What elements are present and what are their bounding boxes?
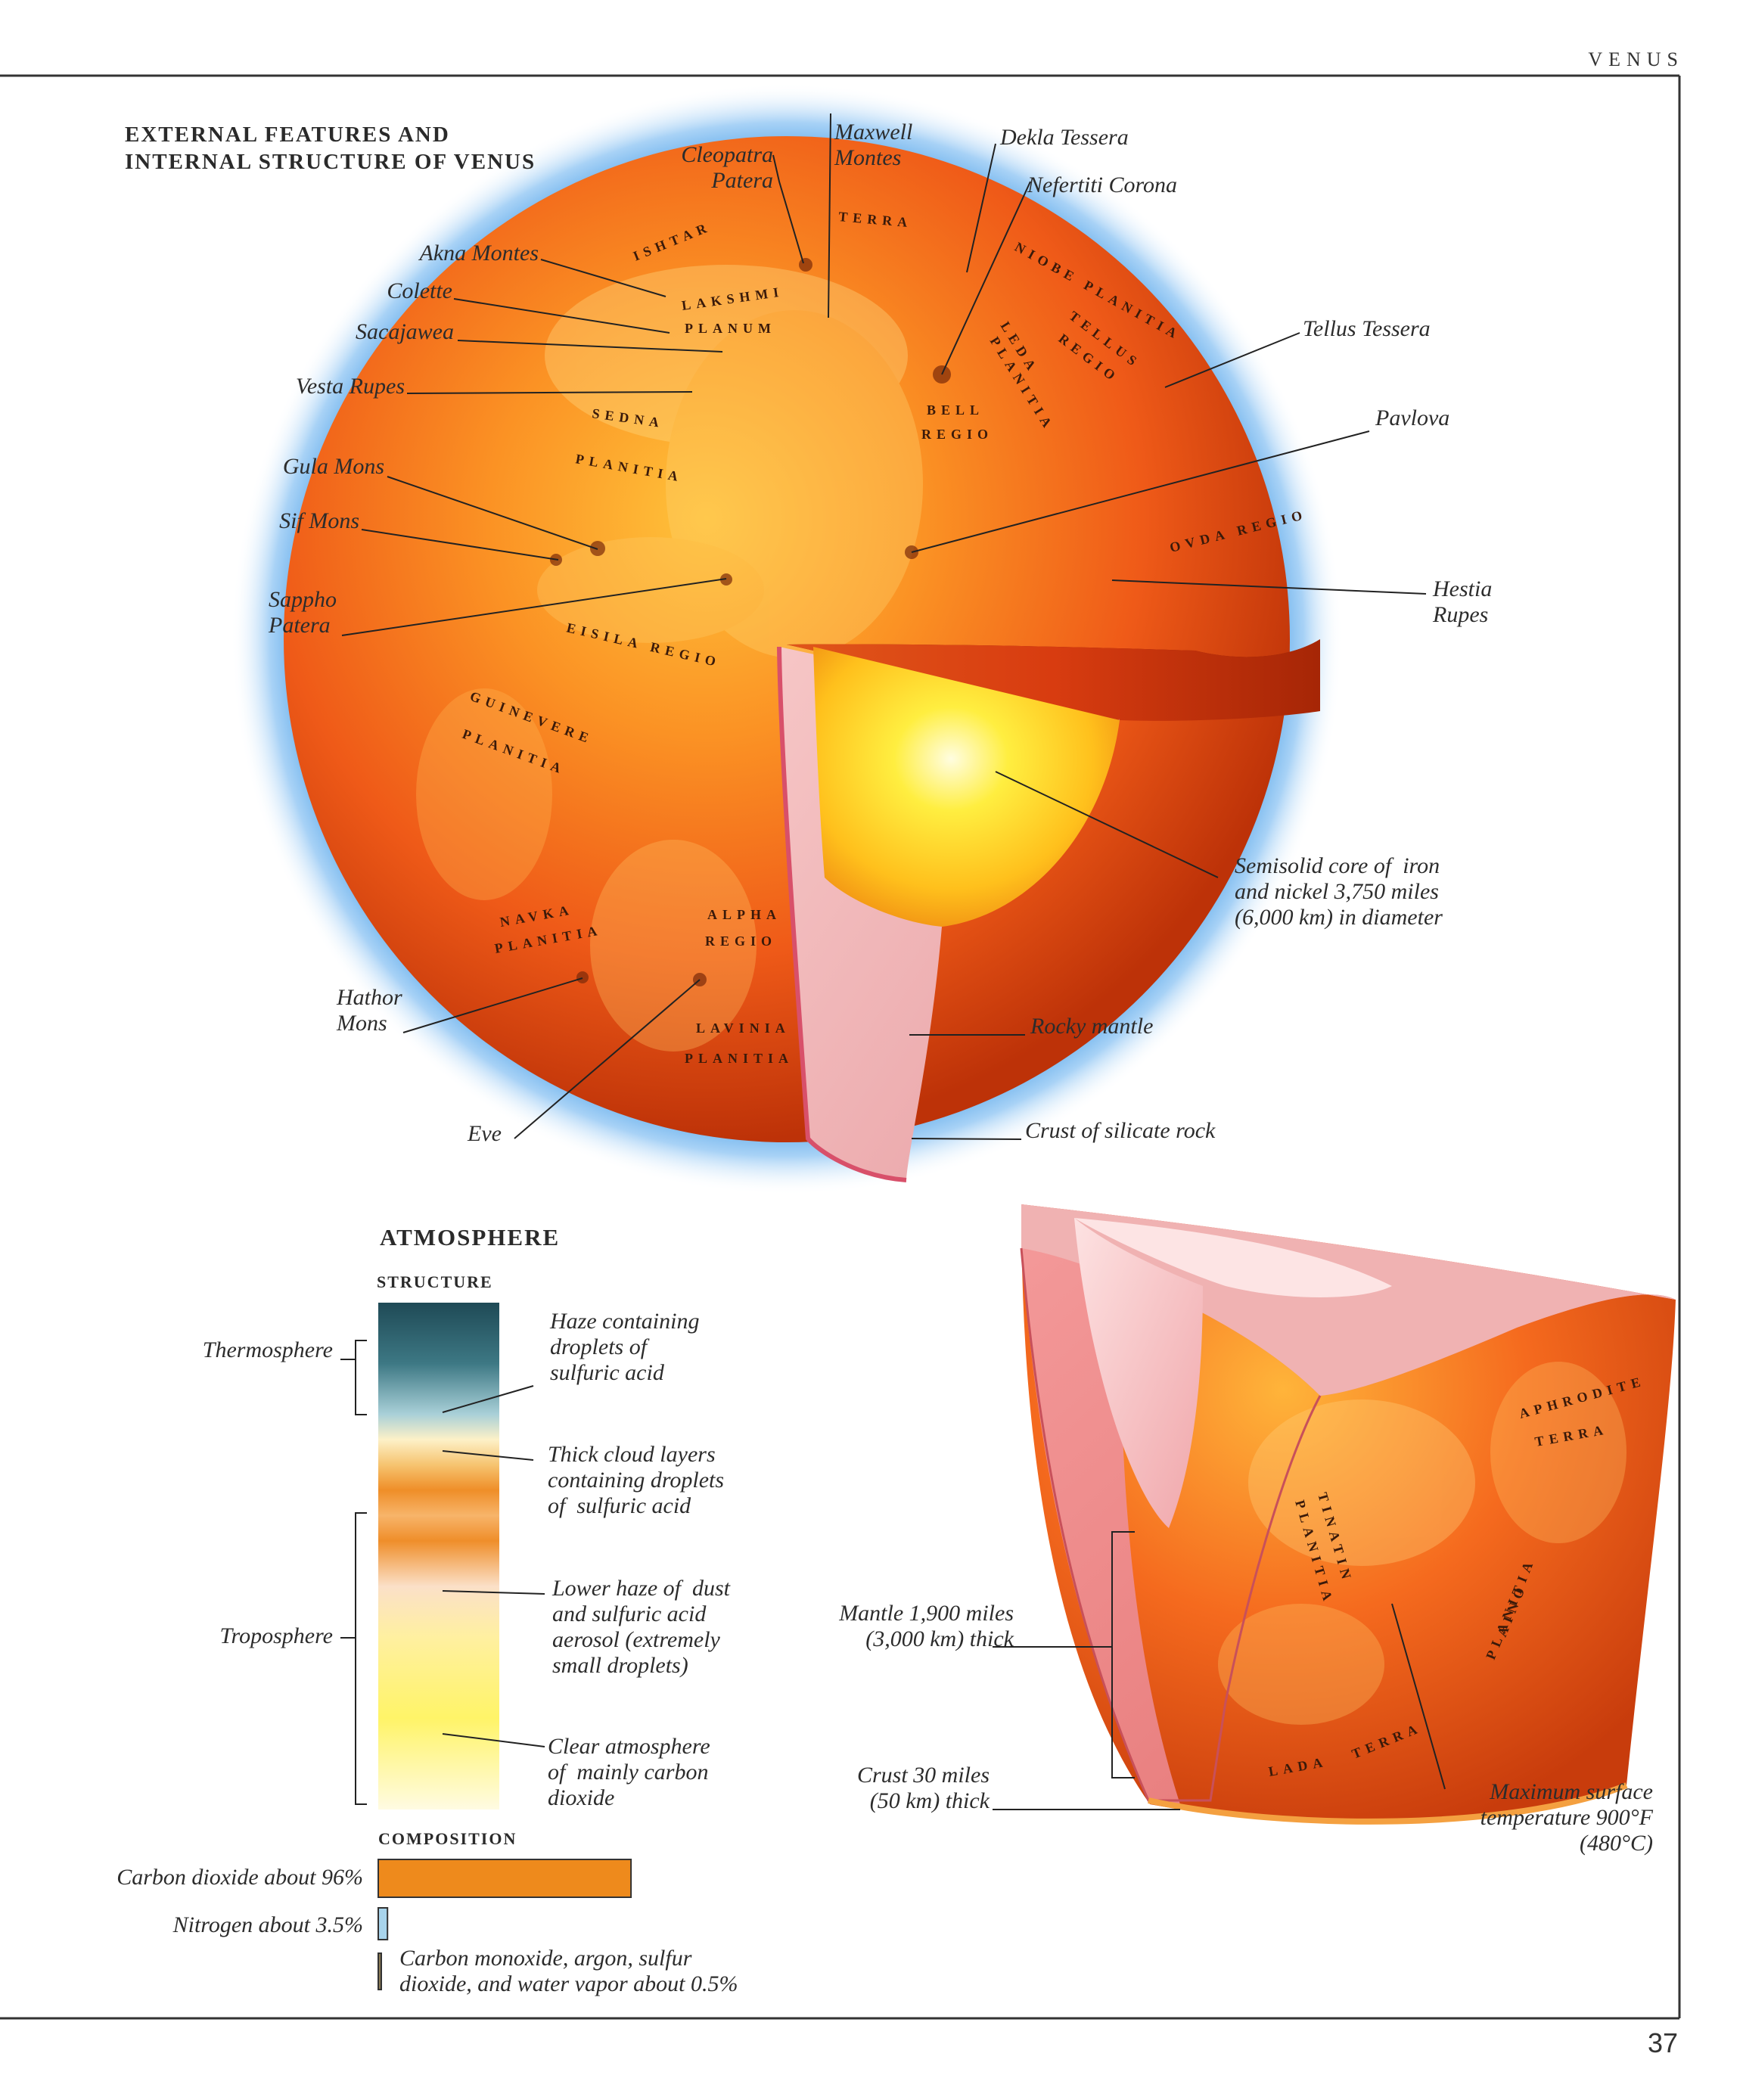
label-haze: Haze containing droplets of sulfuric aci… (550, 1309, 700, 1385)
region-lavinia: LAVINIA (696, 1020, 791, 1036)
composition-bar-1 (377, 1907, 389, 1940)
crust-edge (777, 646, 907, 1182)
semisolid-core (813, 647, 1120, 927)
label-gula-mons: Gula Mons (282, 454, 384, 479)
label-pavlova: Pavlova (1375, 405, 1450, 430)
label-trace-gases: Carbon monoxide, argon, sulfur dioxide, … (399, 1946, 738, 1996)
label-eve: Eve (468, 1121, 502, 1146)
label-vesta-rupes: Vesta Rupes (295, 374, 405, 399)
label-semisolid-core: Semisolid core of iron and nickel 3,750 … (1235, 853, 1443, 930)
structure-title: STRUCTURE (377, 1272, 493, 1291)
label-cleopatra-patera: Cleopatra Patera (681, 142, 773, 193)
label-carbon-dioxide: Carbon dioxide about 96% (117, 1865, 363, 1890)
label-colette: Colette (387, 278, 452, 303)
atmosphere-column (378, 1303, 499, 1810)
label-thermosphere: Thermosphere (202, 1337, 333, 1362)
label-troposphere: Troposphere (219, 1623, 333, 1648)
page-number: 37 (1647, 2027, 1678, 2058)
label-sacajawea: Sacajawea (356, 319, 454, 344)
label-lower-haze: Lower haze of dust and sulfuric acid aer… (552, 1576, 731, 1678)
composition-title: COMPOSITION (378, 1829, 517, 1848)
atmosphere-brackets (340, 1340, 545, 1805)
composition-bars (377, 1859, 632, 1990)
label-maxwell-montes: Maxwell Montes (834, 120, 913, 170)
section-core-cavity (1074, 1218, 1203, 1528)
venus-surface (284, 136, 1290, 1142)
label-dekla-tessera: Dekla Tessera (1000, 125, 1129, 150)
label-sappho-patera: Sappho Patera (269, 587, 337, 638)
atmosphere-title: ATMOSPHERE (380, 1224, 561, 1250)
label-crust-thickness: Crust 30 miles (50 km) thick (856, 1763, 990, 1813)
section-crust (1148, 1782, 1628, 1825)
section-core-cut (1074, 1218, 1392, 1297)
label-hathor-mons: Hathor Mons (337, 985, 402, 1036)
label-thick-clouds: Thick cloud layers containing droplets o… (548, 1442, 725, 1518)
region-lavinia-planitia: PLANITIA (685, 1051, 794, 1066)
label-akna-montes: Akna Montes (419, 241, 539, 266)
region-alpha-regio: REGIO (705, 934, 777, 949)
label-nefertiti-corona: Nefertiti Corona (1027, 172, 1178, 197)
region-bell: BELL (927, 402, 984, 418)
main-heading: EXTERNAL FEATURES AND INTERNAL STRUCTURE… (125, 123, 536, 174)
label-nitrogen: Nitrogen about 3.5% (172, 1912, 363, 1937)
label-clear-atmosphere: Clear atmosphere of mainly carbon dioxid… (548, 1734, 710, 1810)
label-rocky-mantle: Rocky mantle (1030, 1014, 1154, 1039)
section-leader-lines (993, 1531, 1446, 1810)
composition-bar-0 (377, 1859, 632, 1898)
shell-inner-face (787, 639, 1320, 721)
section-texture (1218, 1362, 1626, 1725)
label-hestia-rupes: Hestia Rupes (1433, 576, 1493, 627)
label-mantle-thickness: Mantle 1,900 miles (3,000 km) thick (839, 1601, 1014, 1651)
label-max-temperature: Maximum surface temperature 900°F (480°C… (1480, 1779, 1653, 1856)
label-crust-silicate: Crust of silicate rock (1025, 1118, 1216, 1143)
region-alpha: ALPHA (707, 907, 781, 922)
label-tellus-tessera: Tellus Tessera (1303, 316, 1431, 341)
section-title: VENUS (1588, 48, 1684, 70)
composition-bar-2 (377, 1952, 382, 1990)
region-bell-regio: REGIO (921, 427, 993, 442)
region-planum: PLANUM (685, 321, 776, 336)
globe-leader-lines (341, 113, 1427, 1140)
label-sif-mons: Sif Mons (279, 508, 359, 533)
